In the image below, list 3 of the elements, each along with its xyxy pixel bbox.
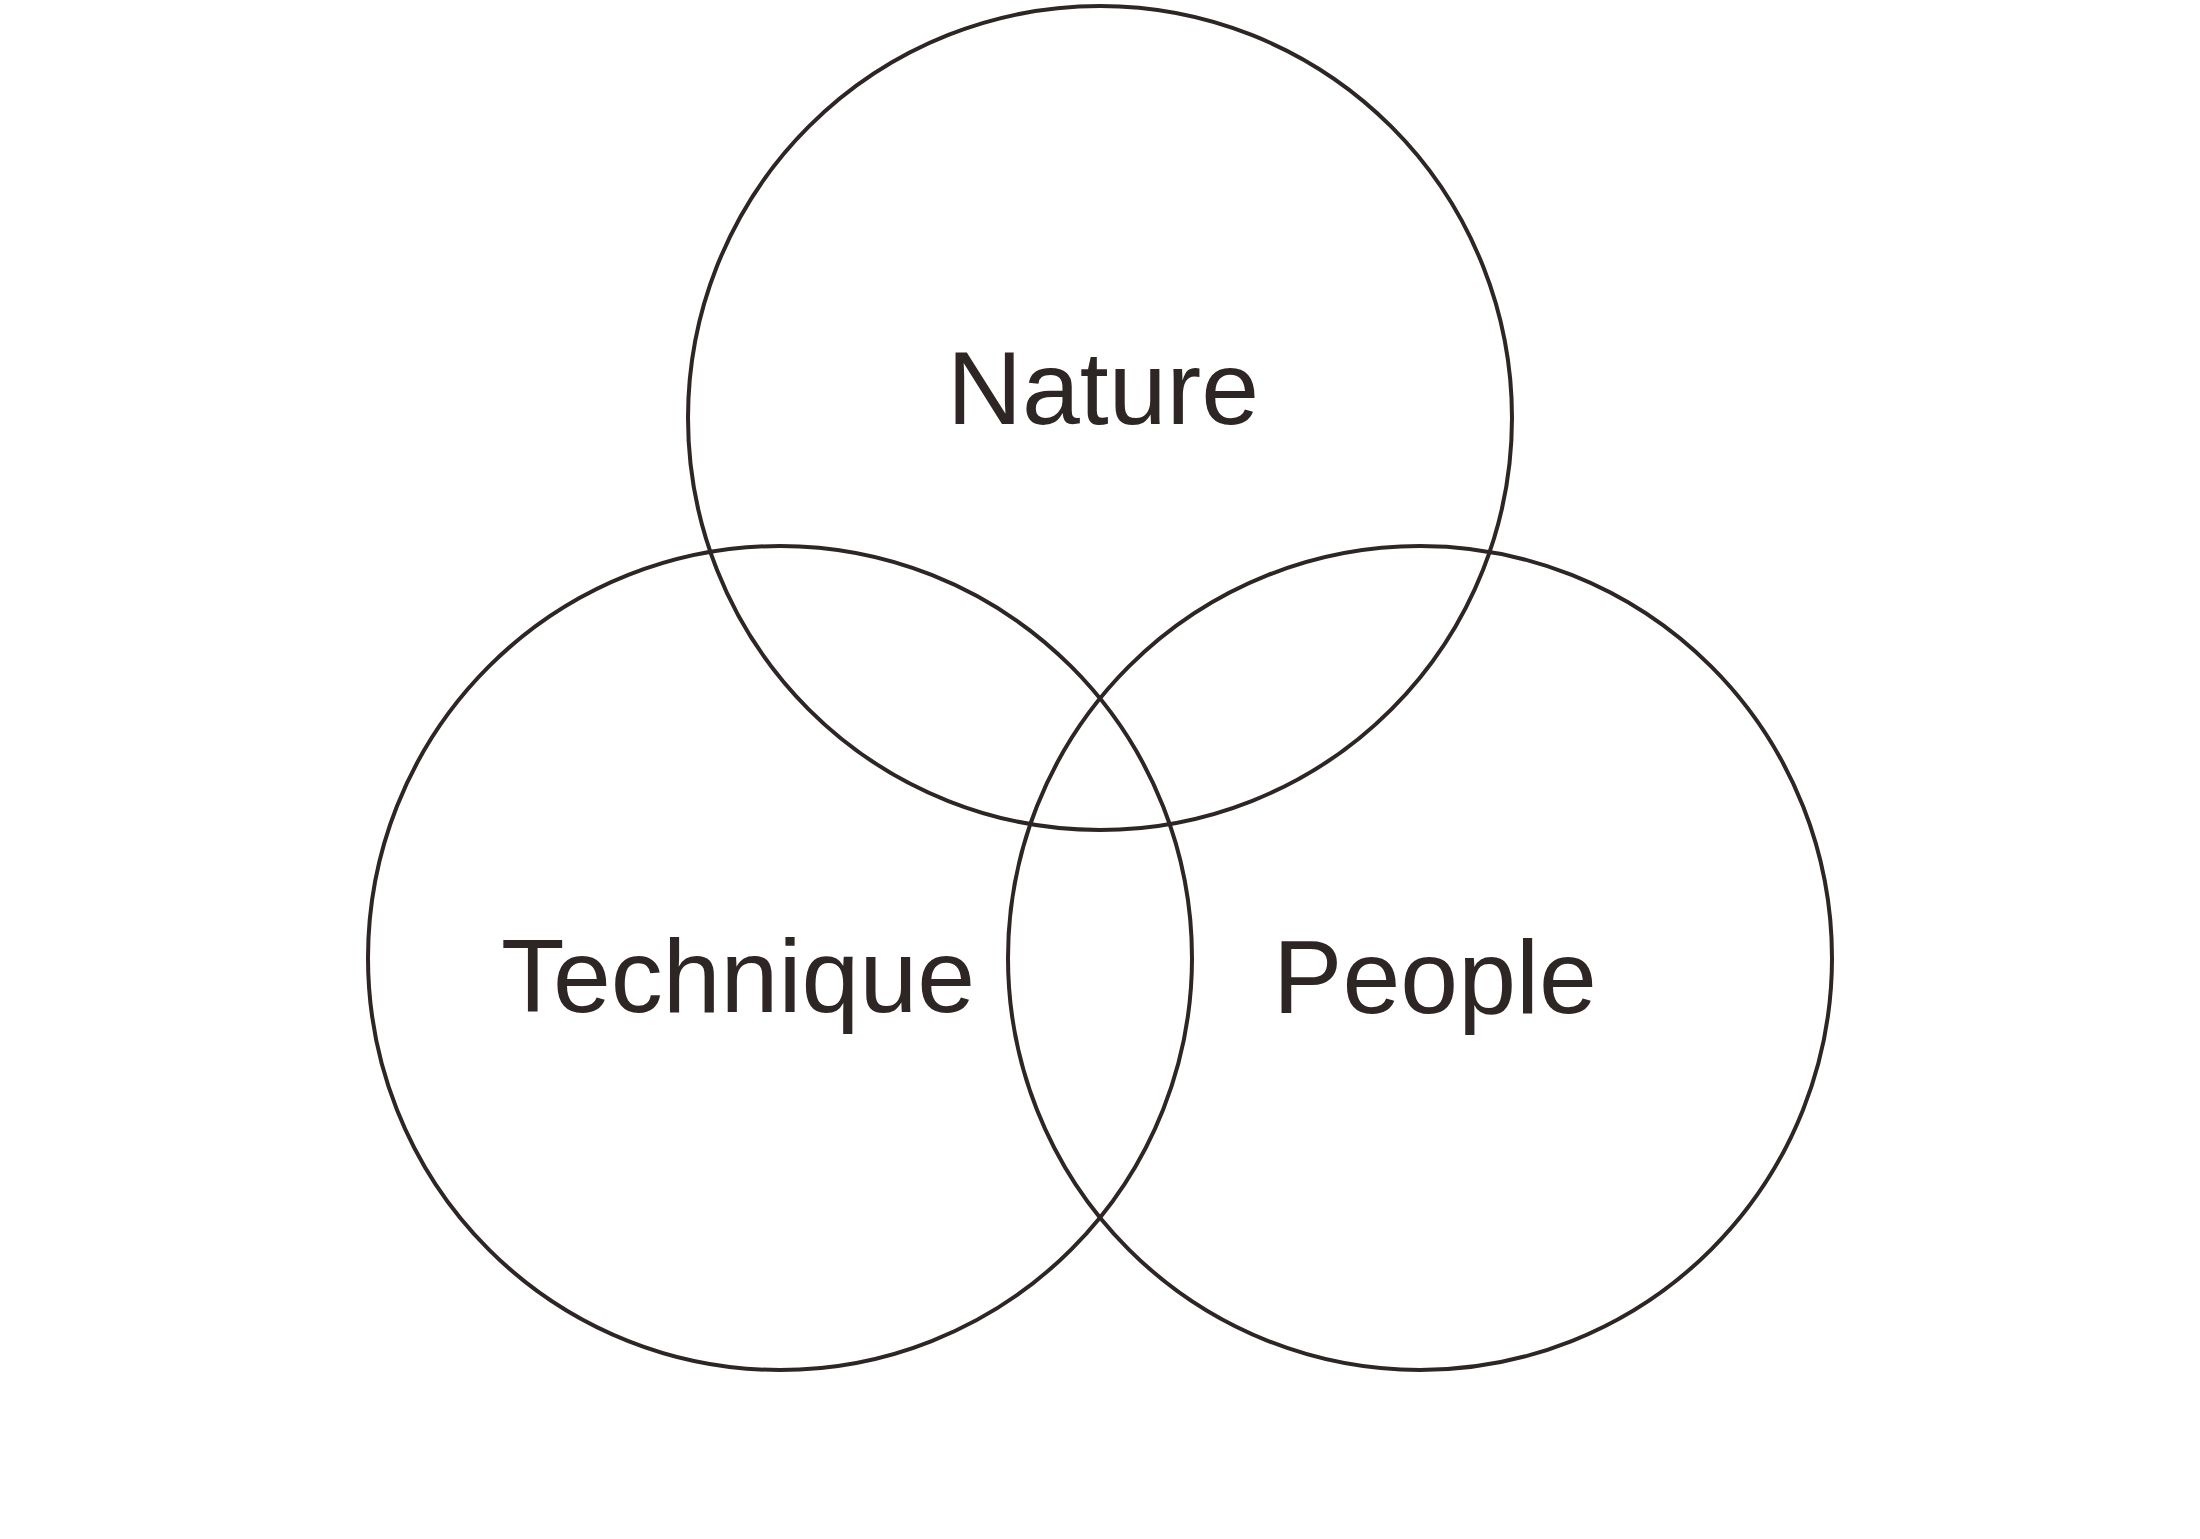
circle-label: Technique [500,917,976,1036]
circle-label: People [1273,918,1597,1037]
circle-label: Nature [946,329,1260,448]
